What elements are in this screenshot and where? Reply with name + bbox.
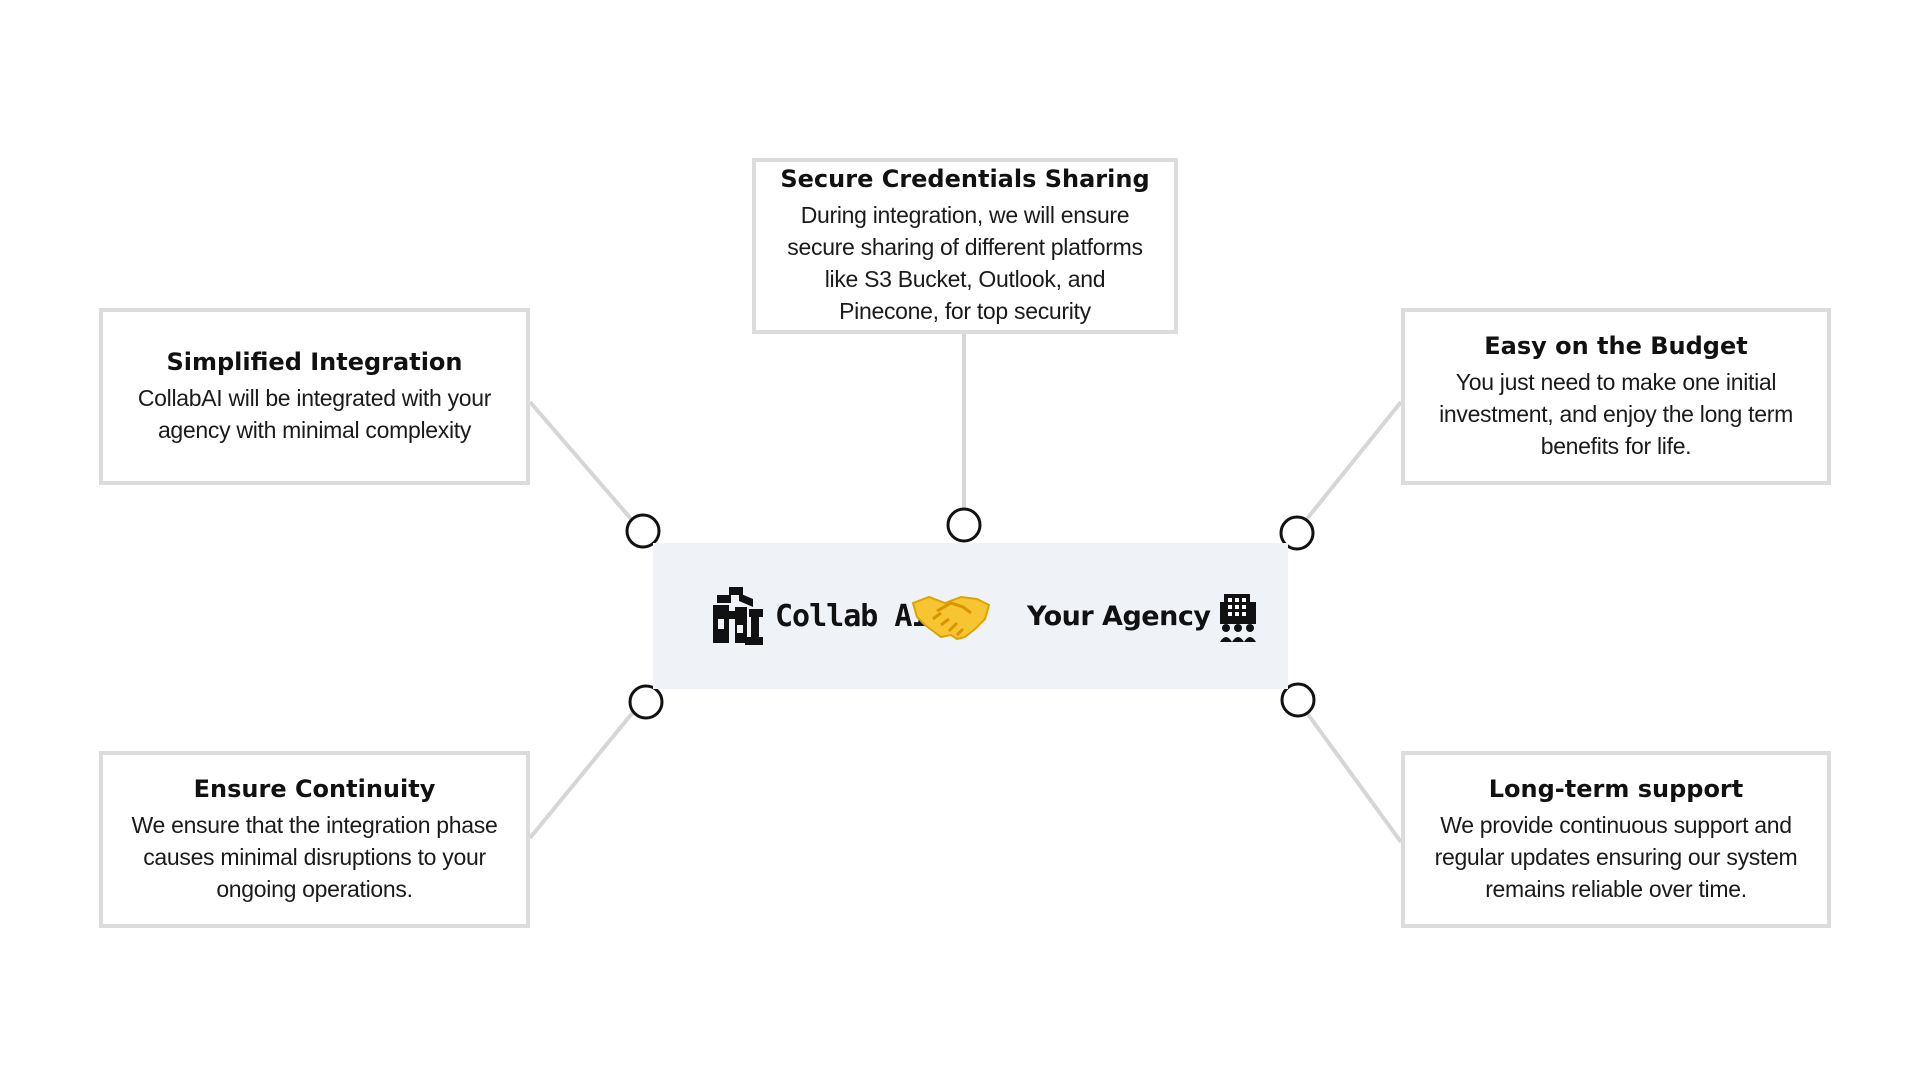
card-body: CollabAI will be integrated with your ag…: [137, 384, 492, 443]
partnership-panel: Collab AI Your Agency: [653, 543, 1288, 689]
card-title: Secure Credentials Sharing: [780, 165, 1150, 193]
your-agency-brand: Your Agency: [1027, 590, 1258, 642]
collab-ai-wordmark: Collab AI: [775, 598, 930, 634]
card-easy-on-budget: Easy on the Budget You just need to make…: [1401, 308, 1831, 485]
office-building-people-icon: [1220, 594, 1257, 642]
connector-integration: [528, 400, 634, 522]
connector-continuity: [528, 709, 636, 840]
card-secure-credentials: Secure Credentials Sharing During integr…: [752, 158, 1178, 334]
card-title: Simplified Integration: [166, 347, 463, 376]
connector-node-bottom-right: [1280, 682, 1316, 718]
connector-node-top-left: [625, 513, 661, 549]
card-body: We provide continuous support and regula…: [1434, 811, 1798, 902]
collab-ai-logo-icon: [713, 587, 763, 645]
card-title: Long-term support: [1488, 774, 1744, 803]
agency-label: Your Agency: [1027, 600, 1211, 632]
handshake-icon: [911, 595, 991, 641]
card-body: You just need to make one initial invest…: [1439, 368, 1793, 459]
connector-node-top: [946, 507, 982, 543]
card-body: During integration, we will ensure secur…: [787, 202, 1143, 324]
card-long-term-support: Long-term support We provide continuous …: [1401, 751, 1831, 928]
card-ensure-continuity: Ensure Continuity We ensure that the int…: [99, 751, 530, 928]
connector-budget: [1304, 400, 1403, 522]
connector-node-bottom-left: [628, 684, 664, 720]
card-title: Ensure Continuity: [193, 774, 436, 803]
card-title: Easy on the Budget: [1484, 331, 1748, 360]
connector-support: [1305, 711, 1403, 844]
collab-ai-brand: Collab AI: [709, 585, 930, 647]
card-simplified-integration: Simplified Integration CollabAI will be …: [99, 308, 530, 485]
card-body: We ensure that the integration phase cau…: [131, 811, 498, 902]
connector-node-top-right: [1279, 515, 1315, 551]
